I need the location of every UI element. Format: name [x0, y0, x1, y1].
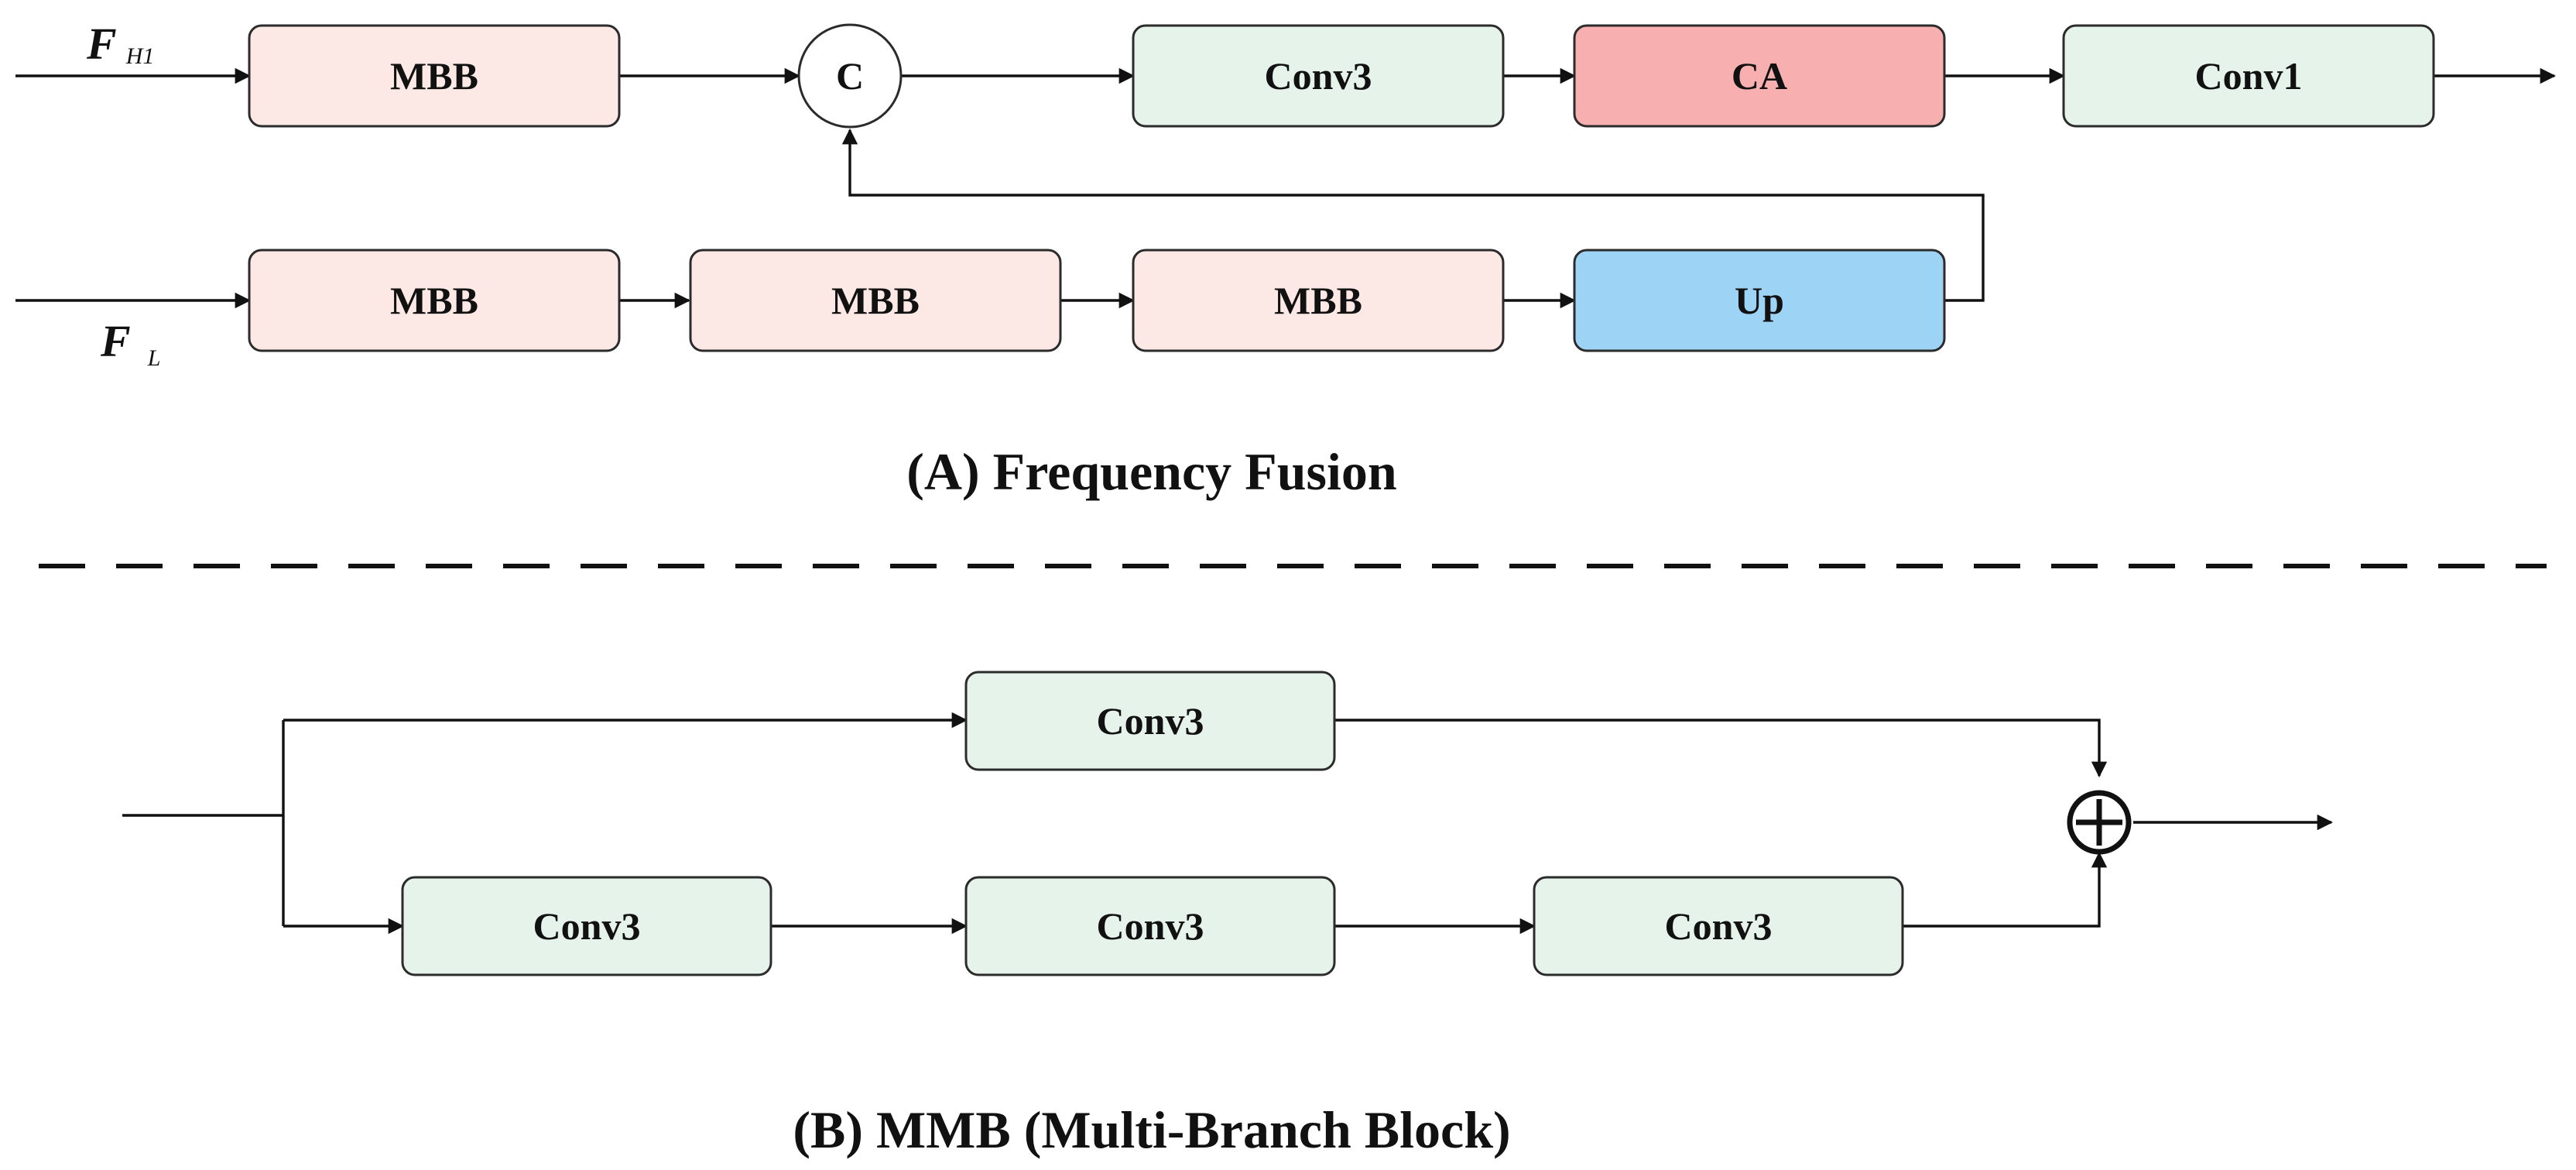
- mmb-bottom-conv3-1-label: Conv3: [533, 904, 641, 948]
- conv1-block: Conv1: [2062, 24, 2435, 128]
- concat-node-label: C: [836, 54, 864, 98]
- ca-block-label: CA: [1732, 54, 1787, 98]
- concat-node: C: [797, 23, 903, 129]
- input-f-h1-symbol: F: [86, 19, 117, 69]
- caption-frequency-fusion: (A) Frequency Fusion: [906, 442, 1396, 501]
- arrow-bconv3-to-sum: [1903, 851, 2108, 928]
- mbb-block-top-label: MBB: [390, 54, 478, 98]
- mmb-bottom-conv3-block-3: Conv3: [1533, 876, 1904, 976]
- mbb-block-bottom-2-label: MBB: [831, 279, 920, 322]
- multi-branch-block-section: Conv3 Conv3 Conv3 Conv3 (B) MMB (Multi-B…: [122, 671, 2334, 1159]
- mmb-bottom-conv3-block-2: Conv3: [964, 876, 1336, 976]
- arrow-up-to-concat: [841, 128, 1985, 302]
- ca-block: CA: [1573, 24, 1946, 128]
- mmb-bottom-conv3-block-1: Conv3: [401, 876, 772, 976]
- mbb-block-bottom-3-label: MBB: [1274, 279, 1362, 322]
- input-f-h1-subscript: H1: [125, 43, 155, 69]
- mbb-block-bottom-1-label: MBB: [390, 279, 478, 322]
- mmb-top-conv3-block: Conv3: [964, 671, 1336, 771]
- mbb-block-bottom-3: MBB: [1132, 249, 1505, 352]
- conv3-block-top: Conv3: [1132, 24, 1505, 128]
- mmb-bottom-conv3-3-label: Conv3: [1665, 904, 1773, 948]
- mbb-block-bottom-2: MBB: [689, 249, 1062, 352]
- input-f-h1-label: F H1: [86, 19, 154, 69]
- input-f-l-symbol: F: [100, 316, 131, 366]
- up-block: Up: [1573, 249, 1946, 352]
- sum-node-icon: [2067, 790, 2132, 855]
- mbb-block-top: MBB: [248, 24, 621, 128]
- conv1-block-label: Conv1: [2195, 54, 2303, 98]
- mmb-top-conv3-label: Conv3: [1097, 699, 1204, 743]
- caption-multi-branch-block: (B) MMB (Multi-Branch Block): [793, 1100, 1510, 1159]
- input-f-l-subscript: L: [147, 345, 161, 371]
- conv3-block-top-label: Conv3: [1265, 54, 1372, 98]
- mbb-block-bottom-1: MBB: [248, 249, 621, 352]
- up-block-label: Up: [1735, 279, 1784, 322]
- arrow-top-conv3-to-sum: [1334, 719, 2108, 778]
- mmb-bottom-conv3-2-label: Conv3: [1097, 904, 1204, 948]
